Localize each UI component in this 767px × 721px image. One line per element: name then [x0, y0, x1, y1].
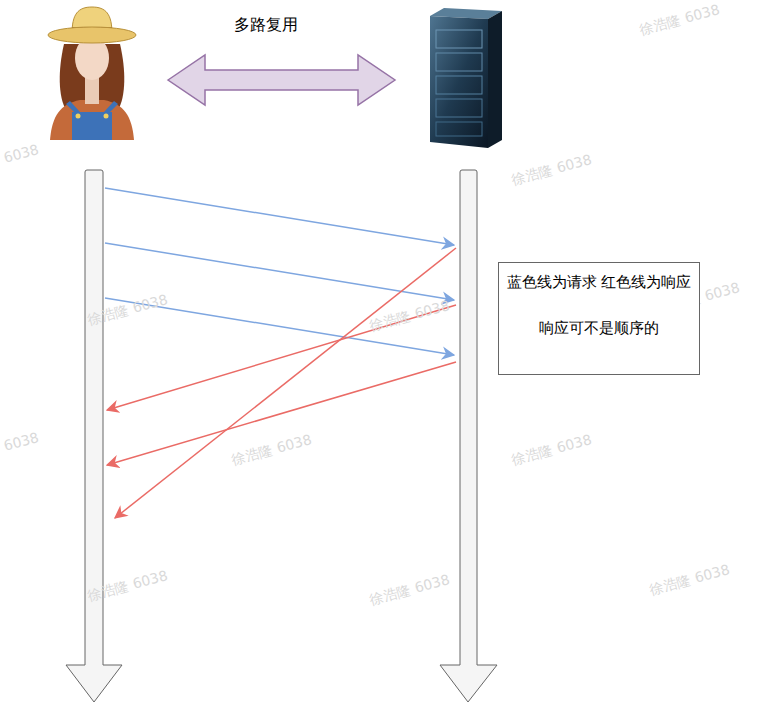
person-button — [76, 114, 81, 119]
multiplex-label: 多路复用 — [234, 15, 298, 35]
watermark: 徐浩隆 6038 — [86, 567, 169, 604]
person-straps — [66, 101, 118, 114]
person-overalls — [72, 112, 112, 140]
server-rack — [436, 30, 482, 48]
server-side — [488, 11, 502, 148]
person-shirt — [50, 100, 134, 140]
person-hat-brim — [48, 27, 136, 43]
multiplex-double-arrow — [168, 55, 395, 105]
person-icon — [48, 7, 136, 140]
watermark: 徐浩隆 6038 — [510, 431, 593, 468]
watermark: 徐浩隆 6038 — [510, 151, 593, 188]
watermark: 徐浩隆 6038 — [648, 561, 731, 598]
server-icon — [430, 8, 502, 148]
person-button — [104, 114, 109, 119]
watermark: 徐浩隆 6038 — [638, 1, 721, 38]
watermark: 徐浩隆 6038 — [368, 571, 451, 608]
server-rack — [436, 99, 482, 117]
watermark: 徐浩隆 6038 — [230, 431, 313, 468]
server-rack — [436, 53, 482, 71]
server-lifeline — [440, 170, 497, 702]
request-arrow — [105, 188, 454, 245]
watermark: 6038 — [2, 429, 41, 454]
note-text: 蓝色线为请求 红色线为响应 — [505, 271, 693, 294]
server-front — [430, 16, 488, 148]
watermark: 徐浩隆 6038 — [86, 291, 169, 328]
client-lifeline — [66, 170, 122, 702]
note-text: 响应可不是顺序的 — [505, 317, 693, 340]
watermark: 6038 — [2, 141, 41, 166]
server-rack — [436, 76, 482, 94]
server-rack — [436, 122, 482, 136]
note-box: 蓝色线为请求 红色线为响应响应可不是顺序的 — [498, 262, 700, 375]
response-arrow — [115, 248, 456, 518]
watermark: 徐浩隆 6038 — [368, 297, 451, 334]
